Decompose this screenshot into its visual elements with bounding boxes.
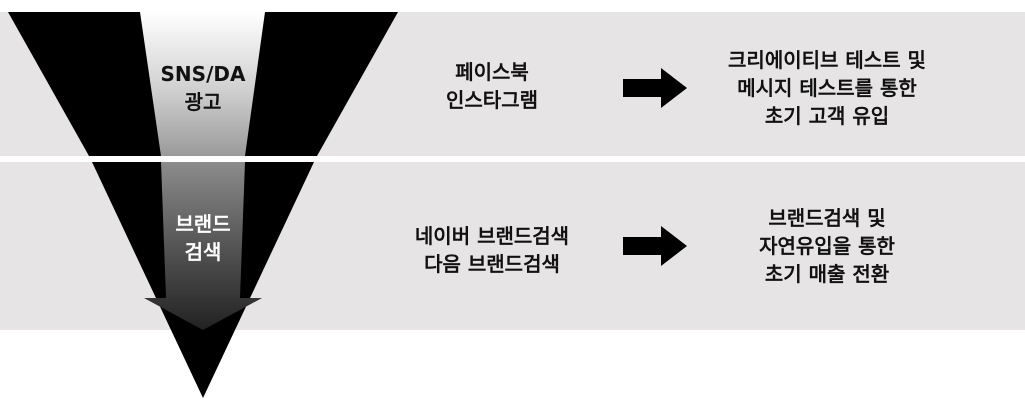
- right-arrow-icon: [623, 226, 687, 266]
- channels-brand-search: 네이버 브랜드검색 다음 브랜드검색: [414, 224, 570, 276]
- stage-label-sns-da: SNS/DA 광고: [160, 62, 246, 114]
- right-arrow-icon: [623, 68, 687, 108]
- stage-label-brand-search: 브랜드 검색: [175, 212, 231, 264]
- funnel-highlight-top: [140, 12, 265, 156]
- funnel-downward-arrow: [144, 162, 262, 330]
- result-sns-da: 크리에이티브 테스트 및 메시지 테스트를 통한 초기 고객 유입: [728, 48, 926, 128]
- result-brand-search: 브랜드검색 및 자연유입을 통한 초기 매출 전환: [759, 206, 895, 286]
- channels-sns-da: 페이스북 인스타그램: [446, 60, 538, 112]
